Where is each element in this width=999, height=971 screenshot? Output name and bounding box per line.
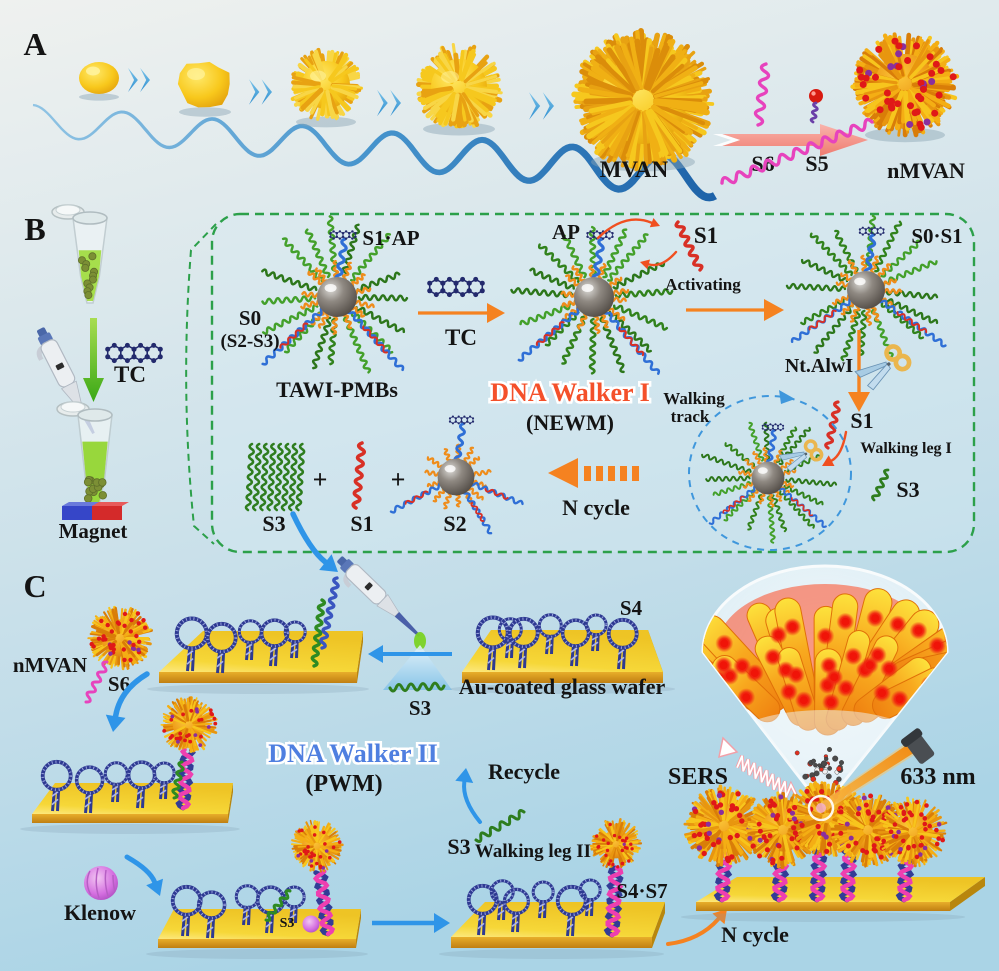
svg-text:S0: S0	[239, 306, 261, 330]
svg-text:Nt.AlwI: Nt.AlwI	[785, 355, 854, 377]
svg-text:track: track	[671, 407, 710, 426]
svg-text:N cycle: N cycle	[562, 495, 630, 520]
svg-text:S3: S3	[447, 834, 470, 859]
svg-text:DNA Walker II: DNA Walker II	[268, 739, 438, 768]
svg-text:S2: S2	[443, 511, 466, 536]
svg-text:S1·AP: S1·AP	[362, 226, 419, 250]
svg-text:+: +	[313, 465, 328, 494]
svg-text:Walking leg II: Walking leg II	[475, 841, 591, 862]
svg-text:Magnet: Magnet	[59, 519, 128, 543]
svg-text:S0·S1: S0·S1	[911, 224, 962, 248]
svg-text:B: B	[24, 211, 45, 247]
svg-text:TAWI-PMBs: TAWI-PMBs	[276, 377, 398, 402]
svg-text:N cycle: N cycle	[721, 922, 789, 947]
svg-text:+: +	[391, 465, 406, 494]
svg-text:C: C	[23, 568, 46, 604]
svg-text:S1: S1	[694, 223, 718, 248]
svg-text:Klenow: Klenow	[64, 900, 136, 925]
svg-text:S5: S5	[805, 151, 828, 176]
svg-text:(S2-S3): (S2-S3)	[220, 331, 279, 352]
svg-text:TC: TC	[114, 362, 146, 387]
svg-text:nMVAN: nMVAN	[887, 158, 965, 183]
svg-text:AP: AP	[552, 220, 580, 244]
svg-text:A: A	[23, 26, 46, 62]
svg-text:S3: S3	[896, 477, 919, 502]
svg-text:S3: S3	[409, 696, 431, 720]
svg-text:(NEWM): (NEWM)	[526, 410, 614, 435]
svg-text:633 nm: 633 nm	[900, 764, 975, 790]
svg-text:S4·S7: S4·S7	[616, 879, 667, 903]
svg-text:(PWM): (PWM)	[305, 771, 382, 797]
svg-text:Recycle: Recycle	[488, 759, 560, 784]
svg-text:S3: S3	[262, 511, 285, 536]
svg-text:Au-coated glass wafer: Au-coated glass wafer	[459, 674, 666, 699]
svg-text:S4: S4	[620, 596, 643, 620]
svg-text:TC: TC	[445, 325, 477, 350]
svg-text:S1: S1	[850, 408, 873, 433]
svg-text:Activating: Activating	[665, 275, 741, 294]
svg-text:MVAN: MVAN	[600, 157, 669, 182]
svg-text:DNA Walker I: DNA Walker I	[490, 378, 649, 407]
svg-text:SERS: SERS	[668, 764, 728, 790]
svg-text:nMVAN: nMVAN	[13, 653, 87, 677]
svg-text:Walking: Walking	[663, 389, 725, 408]
svg-text:S3: S3	[280, 916, 295, 931]
svg-text:S1: S1	[350, 511, 373, 536]
svg-text:Walking leg I: Walking leg I	[860, 440, 952, 457]
